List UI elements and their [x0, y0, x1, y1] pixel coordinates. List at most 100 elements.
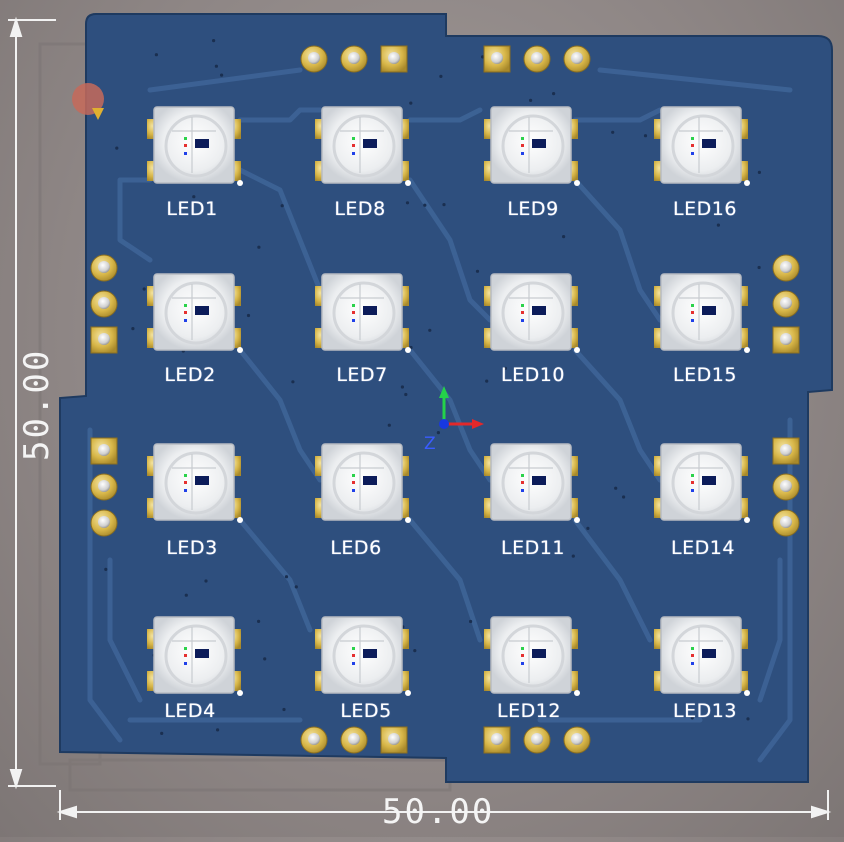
led-package-led11: [484, 443, 580, 523]
header-pin: [780, 516, 792, 528]
led-chip-green: [352, 304, 355, 307]
led-die: [195, 649, 209, 658]
led-chip-red: [184, 311, 187, 314]
led-lens: [164, 114, 228, 178]
via: [212, 39, 216, 43]
led-lens: [332, 451, 396, 515]
led-chip-green: [352, 647, 355, 650]
copper-trace: [117, 177, 153, 263]
led-lens: [332, 281, 396, 345]
via: [220, 73, 224, 77]
copper-trace: [572, 347, 663, 483]
copper-trace: [572, 177, 663, 323]
via: [423, 203, 427, 207]
copper-trace: [407, 517, 483, 643]
via: [115, 146, 119, 150]
led-pin1-dot: [405, 517, 411, 523]
led-chip-blue: [521, 152, 524, 155]
led-package-led12: [484, 616, 580, 696]
led-chip-red: [184, 481, 187, 484]
led-chip-green: [691, 137, 694, 140]
led-chip-red: [691, 654, 694, 657]
led-package-led14: [654, 443, 750, 523]
led-label-led15: LED15: [673, 364, 737, 386]
led-die: [195, 476, 209, 485]
via: [131, 327, 135, 331]
via: [716, 223, 721, 227]
header-pin: [388, 52, 400, 64]
copper-trace: [572, 517, 653, 643]
led-package-led9: [484, 106, 580, 186]
led-lens: [671, 114, 735, 178]
led-pin1-dot: [237, 690, 243, 696]
led-pin1-dot: [405, 347, 411, 353]
led-package-led8: [315, 106, 411, 186]
copper-trace: [407, 177, 493, 323]
copper-trace: [407, 107, 483, 123]
led-pin1-dot: [237, 180, 243, 186]
led-chip-green: [184, 647, 187, 650]
header-pin: [780, 297, 792, 309]
led-chip-blue: [521, 662, 524, 665]
via: [263, 657, 267, 661]
via: [409, 101, 413, 105]
header-pin: [571, 733, 583, 745]
via: [387, 423, 391, 427]
led-pin1-dot: [574, 517, 580, 523]
via: [622, 495, 626, 499]
via: [257, 619, 261, 624]
led-lens: [164, 624, 228, 688]
led-chip-green: [521, 474, 524, 477]
led-chip-blue: [352, 319, 355, 322]
led-pin1-dot: [744, 180, 750, 186]
via: [485, 379, 489, 383]
header-pin: [348, 733, 360, 745]
header-pin: [780, 480, 792, 492]
led-die: [702, 476, 716, 485]
via: [611, 130, 615, 134]
led-die: [363, 306, 377, 315]
led-chip-green: [691, 304, 694, 307]
via: [614, 486, 618, 490]
led-chip-red: [521, 654, 524, 657]
header-pin: [388, 733, 400, 745]
via: [142, 287, 146, 291]
led-chip-green: [521, 137, 524, 140]
via: [690, 716, 694, 720]
header-pin: [491, 52, 503, 64]
led-chip-green: [352, 137, 355, 140]
origin-axes: [439, 386, 484, 429]
pin-headers: [90, 45, 800, 754]
copper-trace: [757, 557, 783, 703]
led-pin1-dot: [405, 180, 411, 186]
led-chip-red: [184, 144, 187, 147]
header-pin: [98, 261, 110, 273]
led-lens: [164, 281, 228, 345]
led-chip-green: [184, 304, 187, 307]
via: [160, 731, 164, 736]
led-label-led14: LED14: [671, 537, 735, 559]
copper-trace: [237, 517, 313, 633]
led-pin1-dot: [744, 517, 750, 523]
led-die: [363, 649, 377, 658]
via: [280, 204, 284, 208]
led-label-led8: LED8: [334, 198, 386, 220]
led-chip-blue: [184, 319, 187, 322]
right-upper-header: [772, 254, 800, 354]
via: [586, 526, 590, 531]
led-die: [702, 139, 716, 148]
via: [404, 392, 408, 397]
led-label-led7: LED7: [336, 364, 388, 386]
led-pin1-dot: [237, 347, 243, 353]
led-chip-blue: [691, 662, 694, 665]
via: [469, 619, 473, 624]
led-pin1-dot: [405, 690, 411, 696]
top-right-header: [483, 45, 591, 73]
copper-trace: [107, 557, 143, 703]
bottom-left-header: [300, 726, 408, 754]
via: [757, 265, 761, 270]
header-pin: [531, 733, 543, 745]
copper-trace: [87, 427, 123, 743]
via: [757, 170, 762, 174]
